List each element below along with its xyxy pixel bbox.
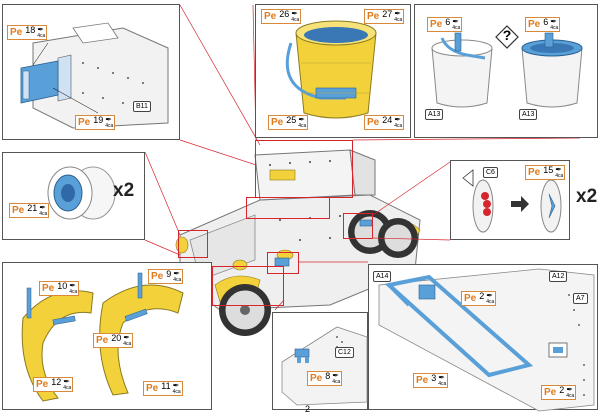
part-tag-19: Pe 19 ✒4ca [75, 115, 116, 130]
part-tag-6-b: Pe 6 ✒4ca [525, 17, 561, 32]
part-tag-6-a: Pe 6 ✒4ca [427, 17, 463, 32]
part-tag-20: Pe 20 ✒4ca [93, 333, 134, 348]
part-tag-8: Pe 8 ✒4ca [307, 371, 343, 386]
highlight-headlight [178, 230, 208, 258]
panel-mid-right: C6 Pe 15 ✒4ca [450, 160, 570, 240]
highlight-step [267, 252, 299, 274]
part-label-a12: A12 [549, 271, 568, 282]
part-tag-3: Pe 3 ✒4ca [413, 373, 449, 388]
holder-option-a-illustration [431, 32, 493, 108]
question-mark: ? [502, 27, 512, 43]
highlight-front-fender [212, 266, 284, 306]
part-tag-10: Pe 10 ✒4ca [39, 281, 80, 296]
quantity-x2-right: x2 [576, 186, 598, 207]
panel-bottom-mid: C12 Pe 8 ✒4ca [272, 312, 368, 410]
panel-top-right: Pe 26 ✒4ca Pe 27 ✒4ca Pe 25 ✒4ca Pe 24 ✒… [255, 4, 411, 138]
part-tag-2-a: Pe 2 ✒4ca [461, 291, 497, 306]
headlight-illustration [47, 166, 116, 220]
part-tag-27: Pe 27 ✒4ca [364, 9, 405, 24]
panel-top-left: Pe 18 ✒4ca Pe 19 ✒4ca B11 [2, 4, 180, 140]
part-label-b11: B11 [133, 101, 151, 112]
panel-top-right-alt: ? Pe 6 ✒4ca Pe 6 ✒4ca A13 A13 [414, 4, 598, 138]
panel-bottom-left: Pe 10 ✒4ca Pe 9 ✒4ca Pe 20 ✒4ca Pe 12 ✒4… [2, 262, 212, 410]
part-label-c12: C12 [335, 347, 354, 358]
part-number: 19 [93, 115, 104, 125]
page-number: 2 [305, 404, 311, 414]
part-tag-15: Pe 15 ✒4ca [525, 165, 566, 180]
panel-bottom-right: A14 A12 A7 Pe 2 ✒4ca Pe 3 ✒4ca Pe 2 ✒4ca [368, 264, 598, 412]
part-tag-11: Pe 11 ✒4ca [143, 381, 183, 396]
quantity-x2-left: x2 [113, 180, 135, 201]
part-label-a13-a: A13 [425, 109, 444, 120]
part-label-c6: C6 [483, 167, 498, 178]
part-label-a13-b: A13 [519, 109, 538, 120]
part-number: 18 [25, 25, 36, 35]
part-tag-24: Pe 24 ✒4ca [364, 115, 405, 130]
highlight-wheel-hub [343, 213, 373, 239]
step-bracket-illustration [281, 326, 368, 406]
side-frame-illustration [378, 268, 595, 412]
holder-option-b-illustration [521, 32, 583, 108]
panel-mid-left: Pe 21 ✒4ca [2, 152, 145, 240]
highlight-side-panel [246, 197, 330, 219]
part-label-a7: A7 [573, 293, 588, 304]
part-tag-18: Pe 18 ✒4ca [7, 25, 48, 40]
part-label-a14: A14 [373, 271, 392, 282]
part-tag-12: Pe 12 ✒4ca [33, 377, 74, 392]
part-tag-21: Pe 21 ✒4ca [9, 203, 50, 218]
wheel-nut-step-illustration [462, 169, 562, 233]
part-tag-2-b: Pe 2 ✒4ca [541, 385, 577, 400]
bucket-illustration [285, 20, 377, 119]
question-diamond-icon [495, 25, 519, 49]
part-tag-26: Pe 26 ✒4ca [261, 9, 302, 24]
part-tag-9: Pe 9 ✒4ca [148, 269, 184, 284]
part-tag-25: Pe 25 ✒4ca [268, 115, 309, 130]
